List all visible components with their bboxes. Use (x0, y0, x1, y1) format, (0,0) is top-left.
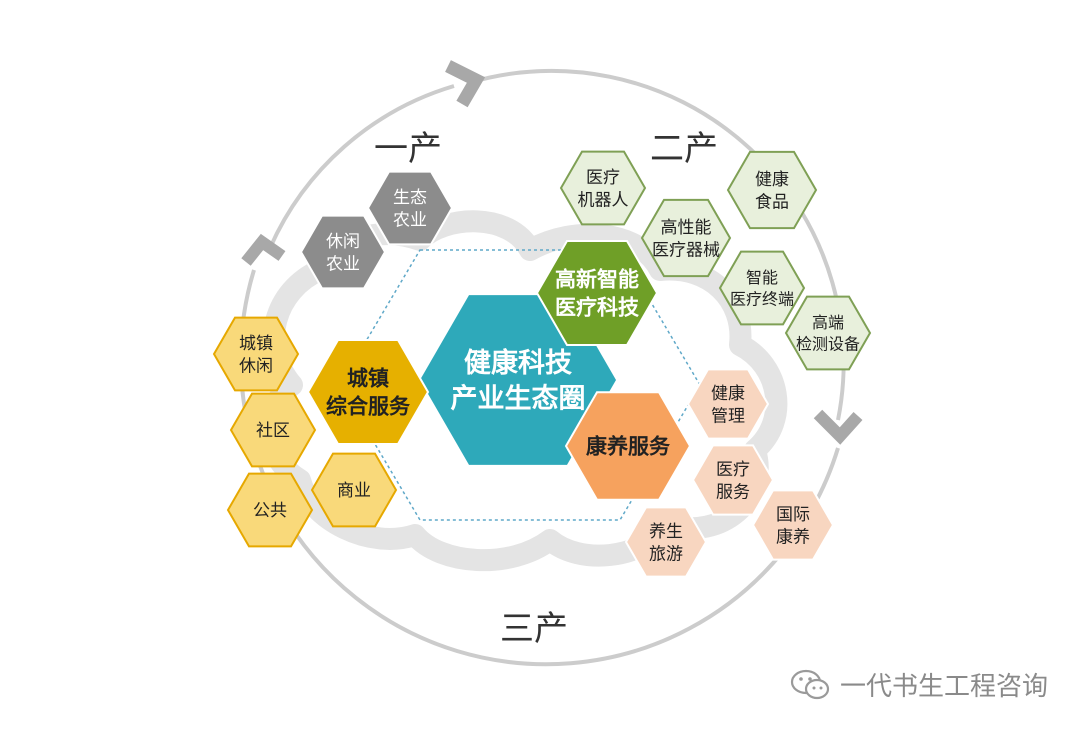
hexagon-label: 健康科技 (464, 347, 572, 379)
hexagon-label: 高端 (812, 313, 844, 332)
hexagon-label: 商业 (337, 481, 371, 501)
hexagon-label: 城镇 (239, 334, 273, 354)
hexagon-shape (751, 489, 835, 561)
hexagon-label: 休闲 (239, 356, 273, 376)
hexagon-label: 医疗科技 (555, 295, 640, 319)
hexagon-label: 医疗器械 (652, 240, 720, 260)
hexagon-label: 机器人 (578, 190, 629, 210)
hexagon-label: 医疗终端 (730, 289, 794, 308)
hexagon-label: 休闲 (326, 232, 360, 252)
hexagon-shape (726, 150, 818, 230)
hexagon-shape (366, 170, 454, 246)
cycle-ring-arc (268, 84, 455, 249)
hexagon-label: 健康 (711, 384, 745, 404)
hexagon-label: 养生 (649, 522, 683, 542)
hexagon-shape (640, 198, 732, 278)
hexagon-label: 综合服务 (326, 394, 411, 418)
hexagon-shape (784, 295, 872, 371)
hexagon-label: 城镇 (347, 367, 389, 391)
hexagon-label: 高性能 (661, 218, 712, 238)
hexagon-community: 社区 (229, 392, 317, 468)
hexagon-shape (299, 214, 387, 290)
cycle-arrow-icon (241, 233, 286, 266)
hexagon-label: 管理 (711, 406, 745, 426)
hexagon-shape (718, 250, 806, 326)
hexagon-shape (229, 392, 317, 468)
hexagon-label: 产业生态圈 (451, 384, 586, 415)
hexagon-commerce: 商业 (310, 452, 398, 528)
hexagon-shape (535, 240, 659, 346)
hexagon-label: 农业 (326, 254, 360, 274)
hexagon-label: 旅游 (649, 544, 683, 564)
cycle-arrow-icon (445, 60, 486, 108)
hexagon-public: 公共 (226, 472, 314, 548)
hexagon-label: 检测设备 (796, 334, 860, 353)
hexagon-label: 国际 (776, 505, 810, 525)
hexagon-label: 食品 (755, 192, 789, 212)
hexagon-label: 农业 (393, 210, 427, 230)
watermark-text: 一代书生工程咨询 (840, 672, 1049, 702)
hexagon-label: 生态 (393, 188, 427, 208)
hexagon-shape (310, 452, 398, 528)
hexagon-shape (564, 391, 692, 501)
hexagon-shape (686, 368, 770, 440)
hexagon-label: 高新智能 (555, 268, 639, 292)
hexagon-shape (226, 472, 314, 548)
wechat-icon (790, 669, 830, 699)
hexagon-label: 服务 (716, 482, 750, 502)
sector-label-tertiary: 三产 (500, 609, 568, 649)
watermark: 一代书生工程咨询 (790, 666, 1048, 703)
hexagon-shape (691, 444, 775, 516)
hexagon-label: 智能 (746, 268, 778, 287)
hexagon-label: 医疗 (716, 460, 750, 480)
cycle-arrow-icon (813, 409, 863, 445)
hexagon-label: 医疗 (586, 168, 620, 188)
hexagon-label: 康养服务 (586, 435, 671, 459)
hexagon-label: 公共 (253, 501, 287, 521)
sector-label-primary: 一产 (374, 129, 442, 169)
hexagon-shape (559, 150, 647, 226)
hexagon-shape (624, 506, 708, 578)
hexagon-label: 康养 (776, 527, 810, 547)
hexagon-label: 社区 (256, 421, 290, 441)
sector-label-secondary: 二产 (650, 129, 718, 169)
hexagon-shape (306, 339, 430, 445)
hexagon-shape (212, 316, 300, 392)
hexagon-layer: 健康科技产业生态圈高新智能医疗科技城镇综合服务康养服务生态农业休闲农业医疗机器人… (212, 150, 872, 578)
hexagon-wellness: 康养服务 (564, 391, 692, 501)
hexagon-label: 健康 (755, 170, 789, 190)
